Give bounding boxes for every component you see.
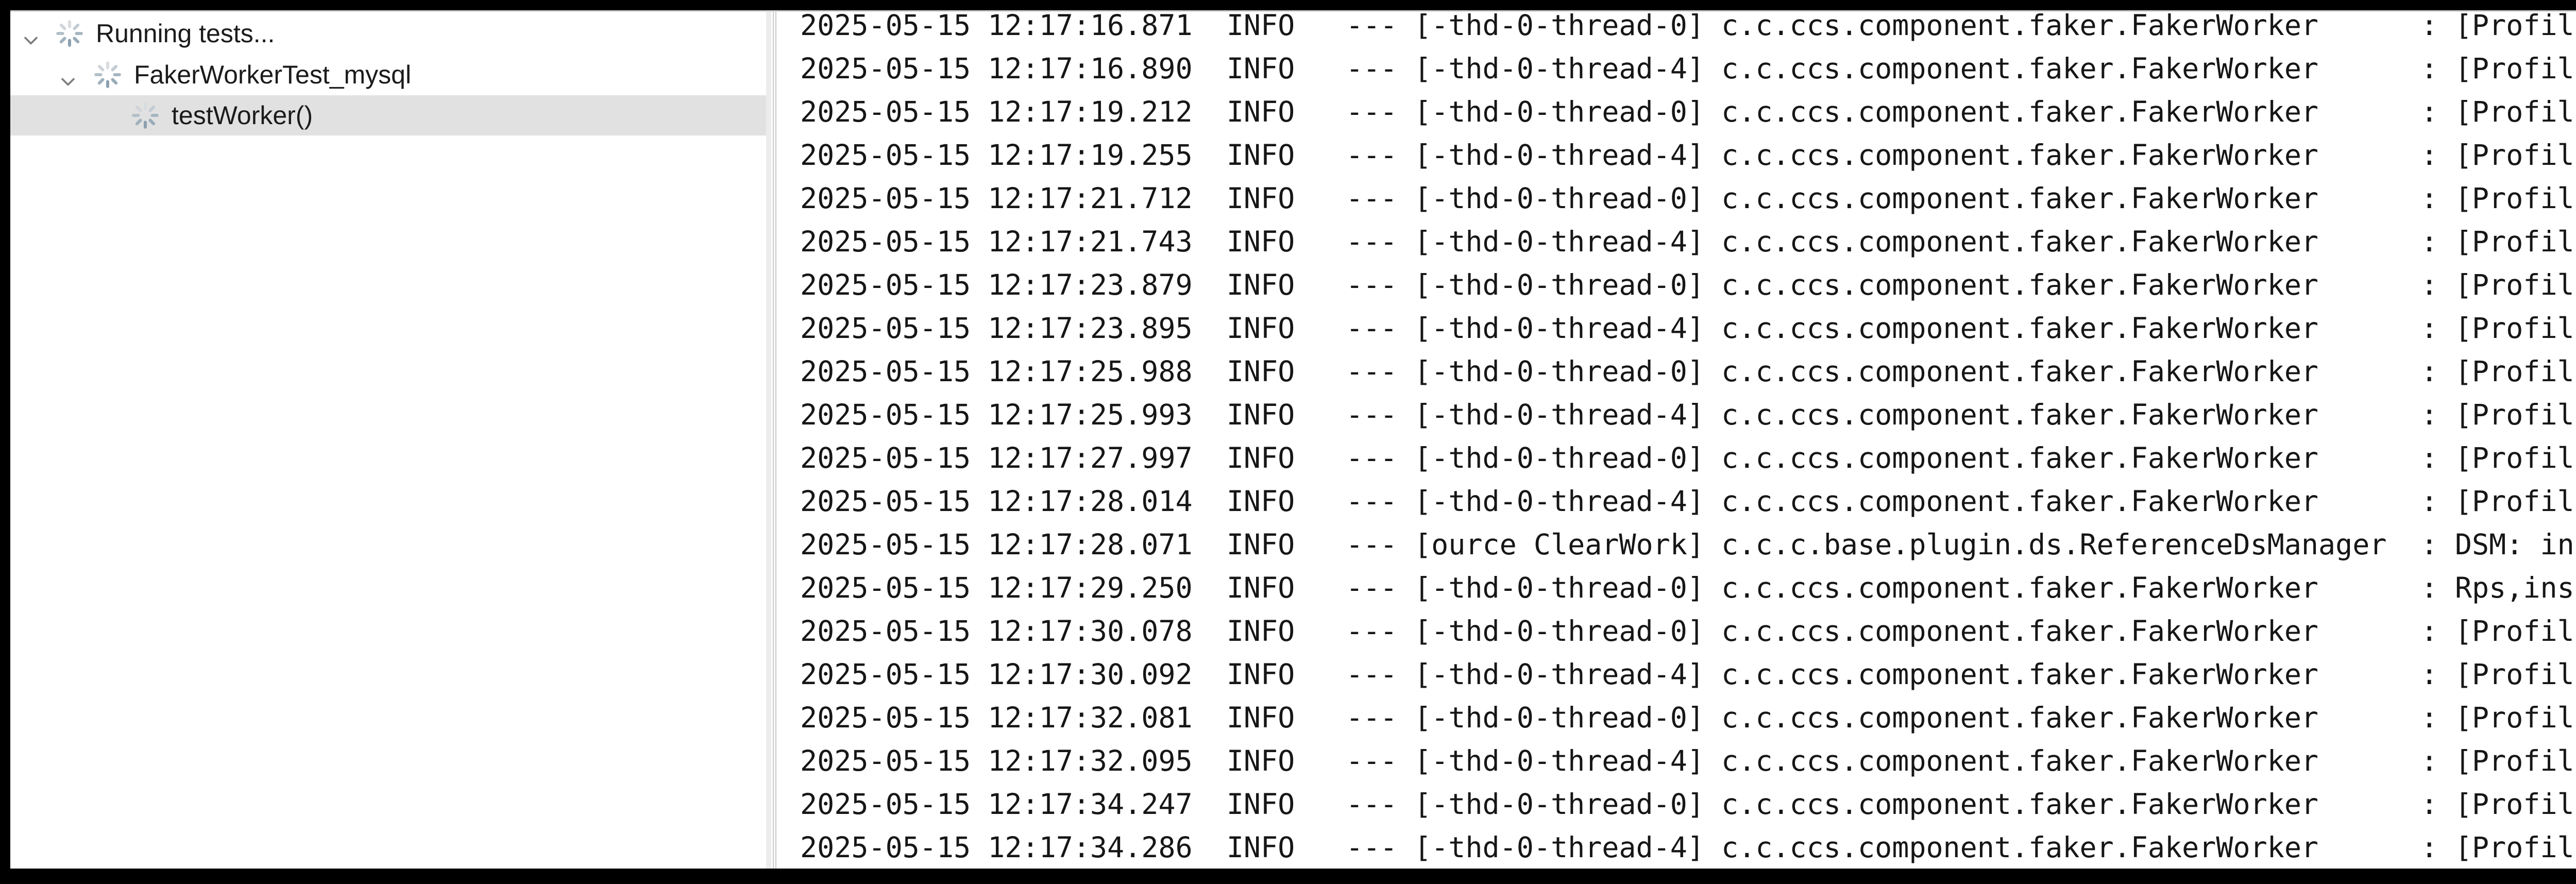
tree-scrollbar-track[interactable] [766,12,771,869]
console-output-panel[interactable]: 2025-05-15 12:17:16.871 INFO --- [-thd-0… [777,12,2576,869]
tree-row-test-class[interactable]: FakerWorkerTest_mysql [10,54,766,95]
log-line: 2025-05-15 12:17:16.871 INFO --- [-thd-0… [800,12,2576,42]
chevron-down-icon[interactable] [57,63,79,86]
test-running-spinner-icon [55,19,84,48]
log-line: 2025-05-15 12:17:19.212 INFO --- [-thd-0… [800,95,2576,128]
tree-row-test-method[interactable]: testWorker() [10,95,771,135]
test-tree-panel: Running tests... FakerWorkerTest_mysql t… [10,12,771,869]
log-line: 2025-05-15 12:17:23.895 INFO --- [-thd-0… [800,312,2576,345]
tree-row-running-tests[interactable]: Running tests... [10,13,766,54]
log-line: 2025-05-15 12:17:32.081 INFO --- [-thd-0… [800,701,2576,734]
console-log-lines: 2025-05-15 12:17:16.871 INFO --- [-thd-0… [800,12,2576,869]
tree-label-test-method: testWorker() [172,101,313,130]
console-left-border [775,12,776,869]
tree-label-running-tests: Running tests... [96,19,275,48]
log-line: 2025-05-15 12:17:30.092 INFO --- [-thd-0… [800,658,2576,691]
log-line: 2025-05-15 12:17:21.743 INFO --- [-thd-0… [800,225,2576,258]
log-line: 2025-05-15 12:17:16.890 INFO --- [-thd-0… [800,52,2576,85]
log-line: 2025-05-15 12:17:27.997 INFO --- [-thd-0… [800,441,2576,474]
log-line: 2025-05-15 12:17:25.988 INFO --- [-thd-0… [800,355,2576,388]
chevron-down-icon[interactable] [20,22,42,45]
log-line: 2025-05-15 12:17:30.078 INFO --- [-thd-0… [800,615,2576,648]
log-line: 2025-05-15 12:17:23.879 INFO --- [-thd-0… [800,268,2576,301]
log-line: 2025-05-15 12:17:28.071 INFO --- [ource … [800,528,2576,561]
log-line: 2025-05-15 12:17:21.712 INFO --- [-thd-0… [800,182,2576,215]
panel-splitter[interactable] [773,12,774,869]
test-running-spinner-icon [93,60,123,90]
log-line: 2025-05-15 12:17:34.286 INFO --- [-thd-0… [800,831,2576,864]
test-runner-window: Running tests... FakerWorkerTest_mysql t… [10,10,2576,869]
log-line: 2025-05-15 12:17:32.095 INFO --- [-thd-0… [800,744,2576,777]
log-line: 2025-05-15 12:17:25.993 INFO --- [-thd-0… [800,398,2576,431]
log-line: 2025-05-15 12:17:34.247 INFO --- [-thd-0… [800,788,2576,821]
tree-label-test-class: FakerWorkerTest_mysql [134,60,412,89]
log-line: 2025-05-15 12:17:19.255 INFO --- [-thd-0… [800,139,2576,172]
log-line: 2025-05-15 12:17:28.014 INFO --- [-thd-0… [800,485,2576,518]
test-running-spinner-icon [130,100,160,130]
log-line: 2025-05-15 12:17:29.250 INFO --- [-thd-0… [800,571,2576,604]
